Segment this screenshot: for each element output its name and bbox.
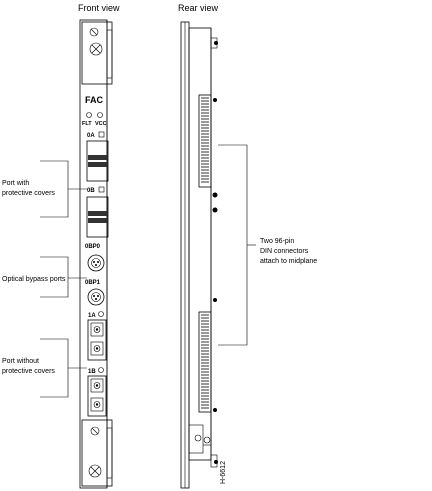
rear-card: [180, 21, 218, 489]
port-0b-label: 0B: [87, 188, 95, 194]
din-label-3: attach to midplane: [260, 258, 317, 265]
rear-bottom-screw-icon: [214, 460, 218, 464]
rear-top-screw-icon: [214, 41, 218, 45]
port-0bp0-label: 0BP0: [85, 244, 101, 250]
uncovered-ports-label-1: Port without: [2, 358, 39, 365]
din-connector-upper: [198, 94, 212, 188]
callout-uncovered-ports: [40, 338, 87, 398]
port-0a-covered[interactable]: [86, 140, 109, 182]
bottom-captive-screw-icon: [88, 464, 102, 478]
port-1a-led-icon: [98, 311, 104, 317]
port-1b-label: 1B: [88, 369, 96, 375]
top-screw-icon: [89, 27, 99, 37]
optical-bypass-label: Optical bypass ports: [2, 276, 66, 283]
callout-bypass-ports: [40, 256, 87, 298]
din-label-1: Two 96-pin: [260, 238, 294, 245]
din-label-2: DIN connectors: [260, 248, 309, 255]
front-faceplate: [79, 19, 113, 489]
callout-covered-ports: [40, 160, 87, 218]
din-connector-lower: [198, 311, 212, 413]
port-1a-uncovered[interactable]: [87, 319, 107, 361]
port-1b-led-icon: [98, 367, 104, 373]
bottom-ejector: [81, 419, 113, 487]
rear-view-title: Rear view: [178, 3, 219, 13]
port-0a-label: 0A: [87, 133, 95, 139]
port-0a-led-icon: [98, 131, 105, 138]
port-0bp1-label: 0BP1: [85, 280, 101, 286]
rear-latch-icon: [203, 436, 211, 444]
figure-id: H-6612: [220, 461, 227, 484]
bypass-port-0bp0[interactable]: [87, 254, 105, 272]
vcc-led-label: VCC: [95, 121, 107, 127]
front-view-title: Front view: [78, 3, 120, 13]
flt-led-label: FLT: [82, 121, 92, 127]
covered-ports-label-1: Port with: [2, 180, 29, 187]
uncovered-ports-label-2: protective covers: [2, 368, 55, 375]
top-captive-screw-icon: [89, 42, 103, 56]
port-1a-label: 1A: [88, 313, 96, 319]
port-1b-uncovered[interactable]: [87, 375, 107, 417]
card-name-label: FAC: [85, 95, 104, 105]
port-0b-covered[interactable]: [86, 196, 109, 238]
covered-ports-label-2: protective covers: [2, 190, 55, 197]
port-0b-led-icon: [98, 186, 105, 193]
callout-din-connectors: [218, 144, 256, 346]
bypass-port-0bp1[interactable]: [87, 288, 105, 306]
bottom-screw-icon: [90, 426, 100, 436]
top-ejector: [81, 21, 113, 85]
vcc-led-icon: [97, 112, 103, 118]
flt-led-icon: [86, 112, 92, 118]
